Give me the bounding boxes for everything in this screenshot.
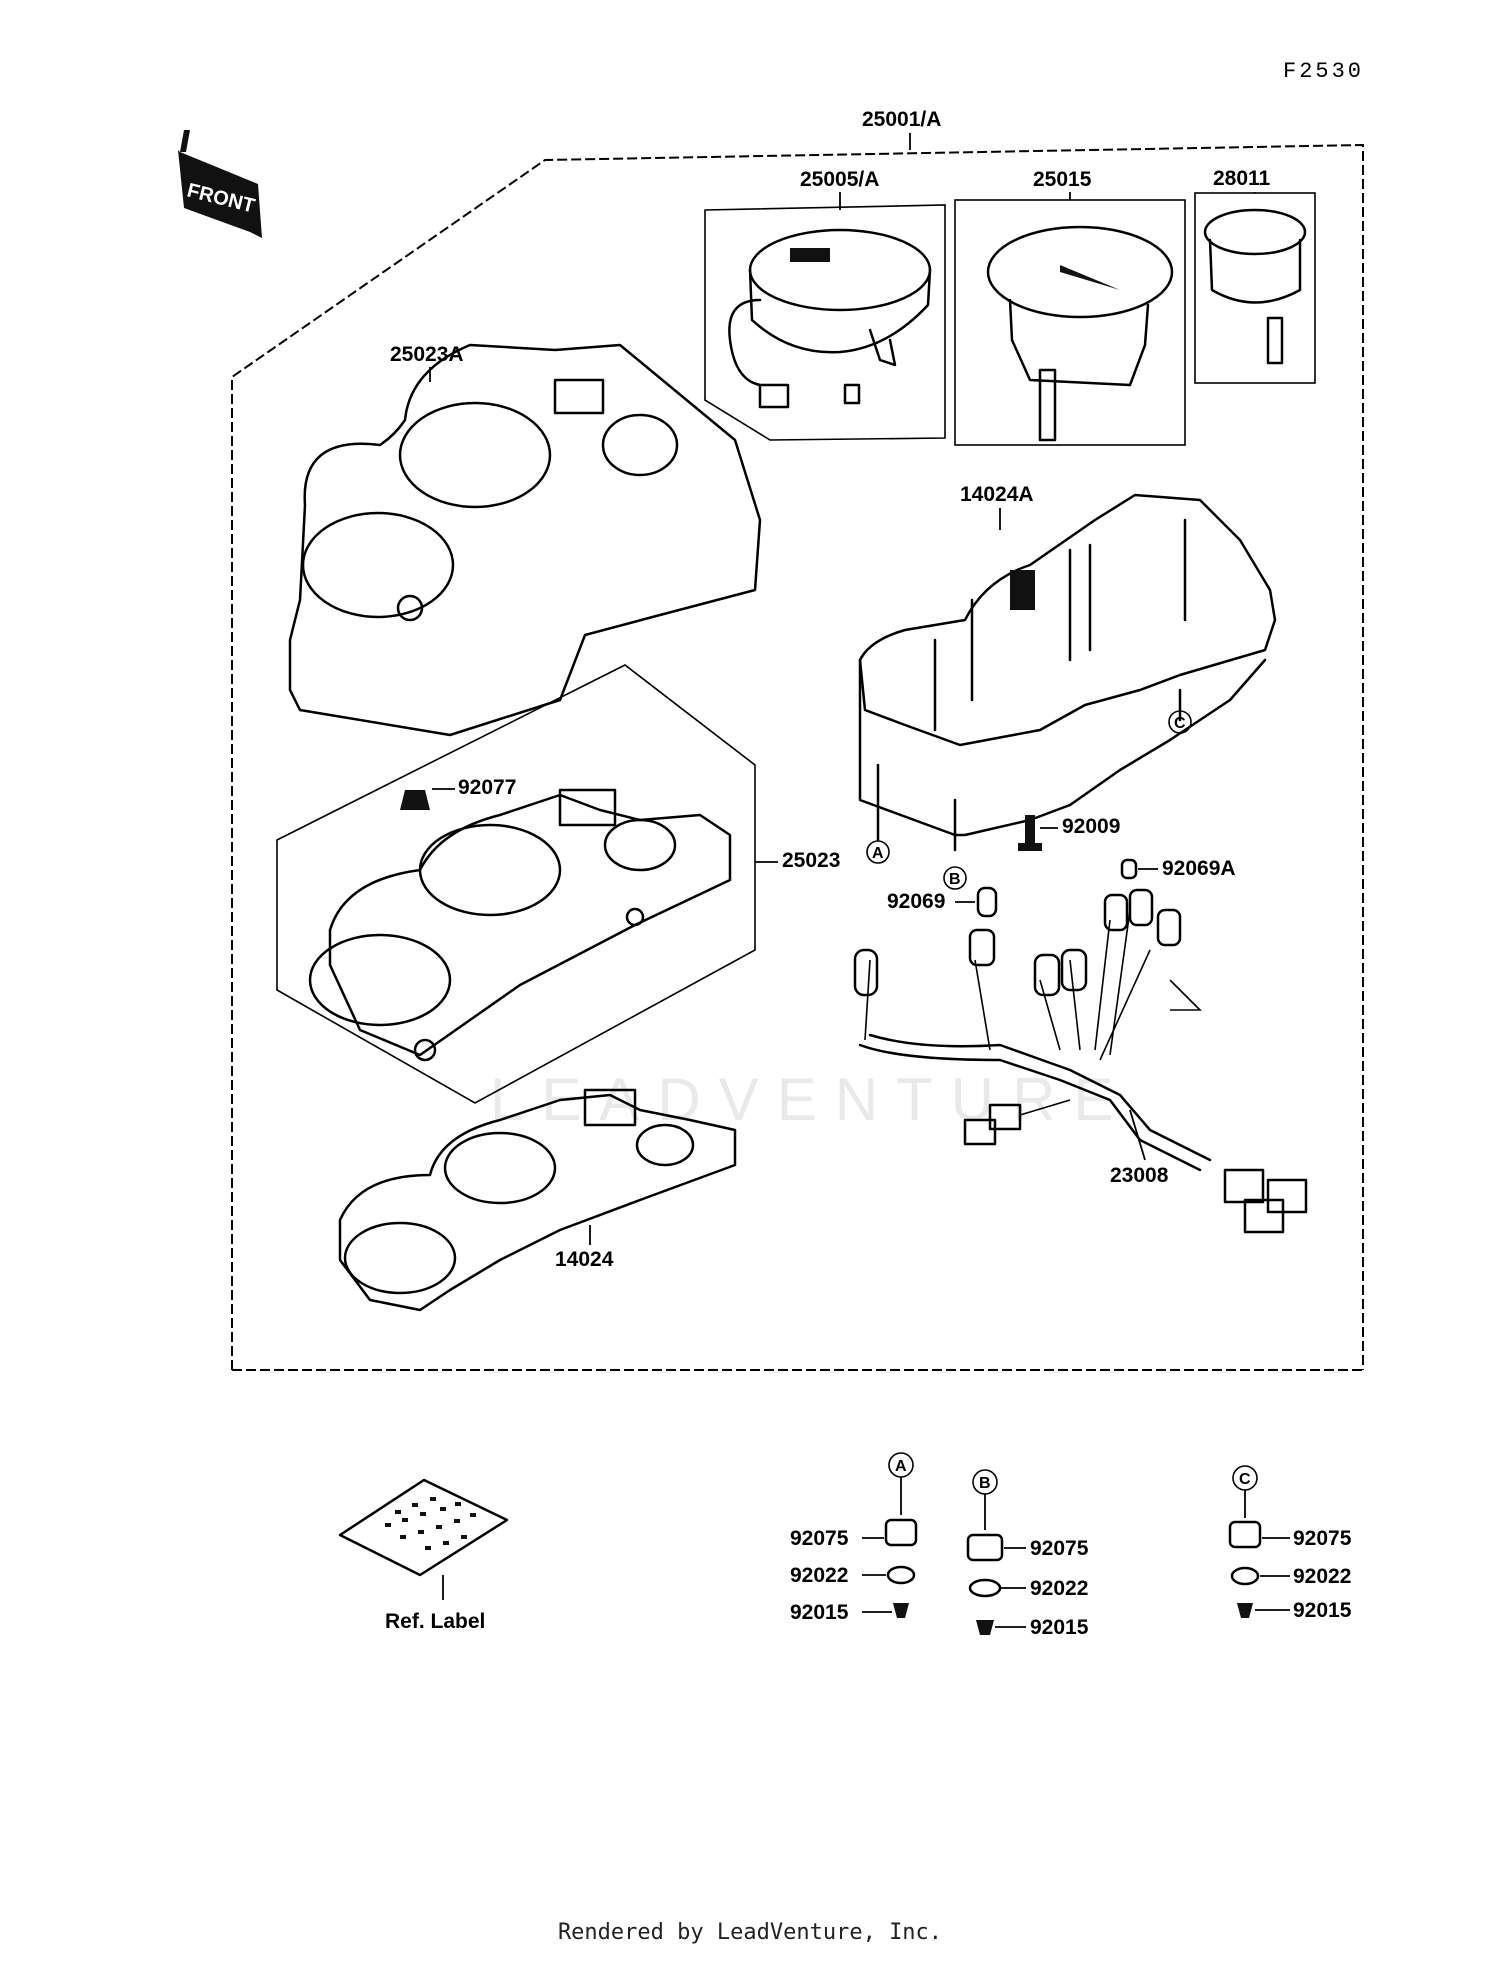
callout-92077: 92077 xyxy=(458,776,516,799)
front-arrow-icon: FRONT xyxy=(178,130,262,238)
callout-92009: 92009 xyxy=(1062,815,1120,838)
callout-25005A: 25005/A xyxy=(800,168,879,191)
detail-b-92022: 92022 xyxy=(1030,1577,1088,1600)
callout-14024: 14024 xyxy=(555,1248,614,1271)
speedometer-part xyxy=(704,204,946,441)
bulb-a-part xyxy=(1120,858,1138,880)
detail-a-92075: 92075 xyxy=(790,1527,849,1550)
callout-14024A: 14024A xyxy=(960,483,1034,506)
detail-a-92022: 92022 xyxy=(790,1564,848,1587)
detail-b-group: B xyxy=(966,1469,1026,1635)
callout-25023: 25023 xyxy=(782,849,840,872)
detail-a-marker: A xyxy=(895,1458,907,1475)
footer-credit: Rendered by LeadVenture, Inc. xyxy=(557,1920,943,1945)
marker-b-label: B xyxy=(949,871,961,888)
lower-cover-outline xyxy=(276,664,756,1104)
meter-case-part xyxy=(858,493,1277,852)
callout-25001A: 25001/A xyxy=(862,108,941,131)
marker-a-circle: A xyxy=(866,840,890,864)
upper-meter-cover-part xyxy=(288,343,762,737)
detail-b-92015: 92015 xyxy=(1030,1616,1089,1639)
gauge-part xyxy=(1194,192,1316,384)
detail-c-marker: C xyxy=(1239,1471,1251,1488)
marker-a-label: A xyxy=(872,845,884,862)
wire-harness-part xyxy=(853,888,1308,1234)
callout-25015: 25015 xyxy=(1033,168,1092,191)
detail-a-group: A xyxy=(862,1452,918,1618)
callout-23008: 23008 xyxy=(1110,1164,1169,1187)
tachometer-part xyxy=(954,199,1186,446)
assembly-outline xyxy=(231,143,1364,1370)
detail-b-92075: 92075 xyxy=(1030,1537,1089,1560)
figure-code: F2530 xyxy=(1283,59,1364,84)
marker-c-label: C xyxy=(1174,715,1186,732)
detail-b-marker: B xyxy=(979,1475,991,1492)
meter-panel-part xyxy=(338,1088,737,1312)
bulb-part xyxy=(976,886,998,918)
screw-part xyxy=(1018,815,1042,851)
watermark-text: LEADVENTURE xyxy=(490,1066,1131,1133)
rubber-cap-part xyxy=(400,790,430,810)
detail-a-92015: 92015 xyxy=(790,1601,849,1624)
marker-c-circle: C xyxy=(1168,710,1192,734)
callout-92069A: 92069A xyxy=(1162,857,1236,880)
detail-c-92015: 92015 xyxy=(1293,1599,1352,1622)
callout-ref-label: Ref. Label xyxy=(385,1610,485,1633)
marker-b-circle: B xyxy=(943,866,967,890)
detail-c-92075: 92075 xyxy=(1293,1527,1352,1550)
detail-c-group: C xyxy=(1228,1465,1290,1618)
detail-c-92022: 92022 xyxy=(1293,1565,1351,1588)
ref-label-part xyxy=(338,1478,509,1600)
lower-meter-cover-part xyxy=(308,788,732,1062)
callout-28011: 28011 xyxy=(1213,167,1271,190)
callout-92069: 92069 xyxy=(887,890,945,913)
callout-25023A: 25023A xyxy=(390,343,464,366)
